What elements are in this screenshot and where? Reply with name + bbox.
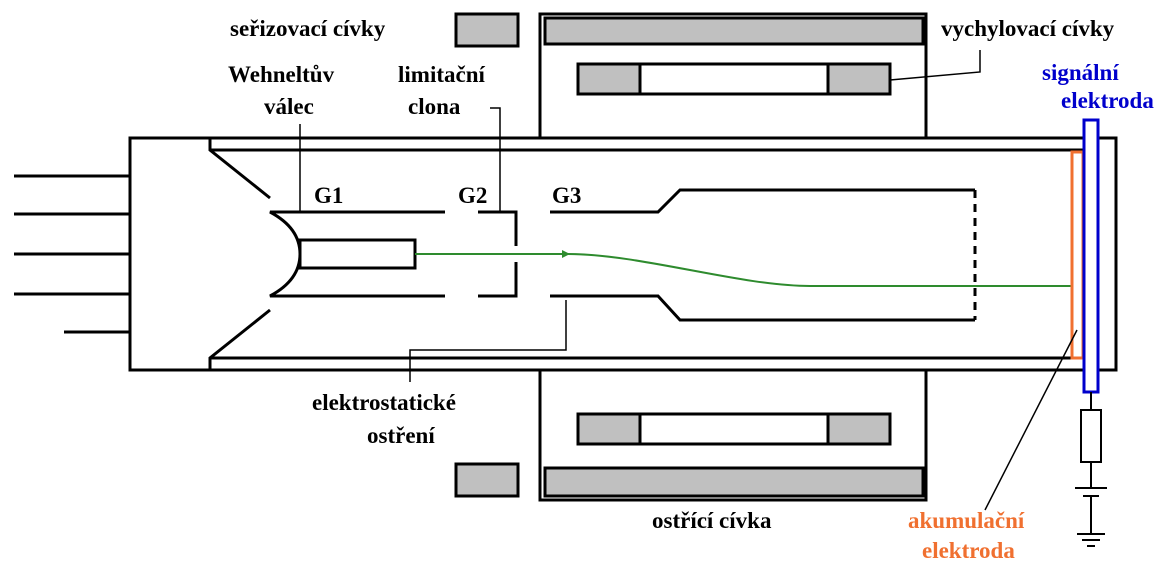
signal-electrode xyxy=(1082,118,1100,394)
label-serizovaci-civky: seřizovací cívky xyxy=(230,16,386,41)
label-g1: G1 xyxy=(314,183,343,208)
leader-vychylovaci xyxy=(889,50,981,81)
label-wehnelt-line2: válec xyxy=(264,94,314,119)
ground-icon xyxy=(1077,533,1105,547)
leader-akumulacni xyxy=(984,329,1078,511)
accumulation-electrode xyxy=(1070,150,1085,360)
label-g2: G2 xyxy=(458,183,487,208)
label-ostrici-civka: ostřící cívka xyxy=(652,508,772,533)
label-akumulacni-line1: akumulační xyxy=(908,508,1025,533)
label-signalni-line1: signální xyxy=(1042,60,1119,85)
label-g3: G3 xyxy=(552,183,581,208)
deflection-coil-top-left xyxy=(576,62,642,96)
label-limitacni-line1: limitační xyxy=(398,62,485,87)
load-resistor xyxy=(1080,409,1102,463)
label-elektrostaticke-line1: elektrostatické xyxy=(312,390,456,415)
connection-pins xyxy=(14,174,130,334)
electron-beam xyxy=(415,253,1072,287)
label-limitacni-line2: clona xyxy=(408,94,461,119)
g3-electrode-top xyxy=(550,188,975,214)
focus-coil-bottom-bar xyxy=(543,466,925,498)
deflection-coil-bottom-right xyxy=(826,412,892,446)
label-signalni-line2: elektroda xyxy=(1061,88,1154,113)
label-elektrostaticke-line2: ostření xyxy=(367,423,435,448)
deflection-coil-top-right xyxy=(826,62,892,96)
label-akumulacni-line2: elektroda xyxy=(922,538,1015,563)
tube-outer xyxy=(128,136,1118,372)
beam-arrow xyxy=(562,250,570,258)
focus-coil-top-bar xyxy=(543,16,925,46)
output-circuit xyxy=(1075,392,1107,547)
label-wehnelt-line1: Wehneltův xyxy=(228,62,335,87)
deflection-coil-bottom-left xyxy=(576,412,642,446)
g2-aperture-top xyxy=(478,210,518,246)
leader-limitacni xyxy=(490,107,501,212)
cathode xyxy=(298,238,417,270)
g2-aperture-bottom xyxy=(478,262,518,298)
cathode-base-lower xyxy=(208,308,271,370)
alignment-coil-bottom xyxy=(454,462,520,498)
g3-electrode-bottom xyxy=(550,294,975,322)
cathode-base xyxy=(208,138,271,200)
leader-elektrostaticke xyxy=(409,300,567,382)
alignment-coil-top xyxy=(454,12,520,48)
label-vychylovaci-civky: vychylovací cívky xyxy=(941,16,1115,41)
